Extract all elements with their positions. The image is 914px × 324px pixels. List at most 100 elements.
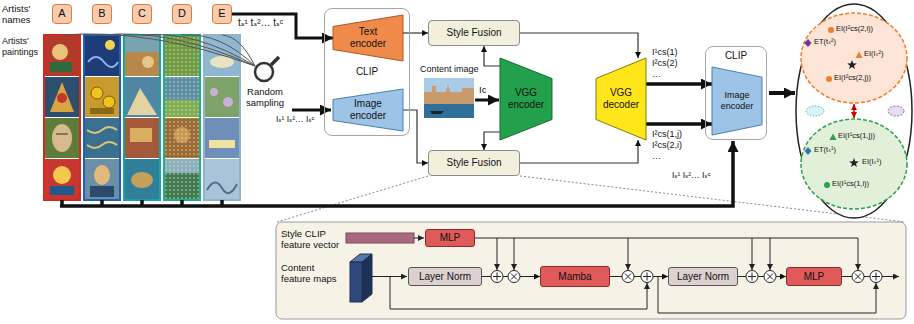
sampling-curves-part <box>102 34 255 66</box>
text-encoder: Text encoder <box>333 15 403 61</box>
painting-strips-part <box>124 35 160 200</box>
inset-wires-part <box>497 238 498 270</box>
painting-strips-part <box>50 82 74 112</box>
inset-wires-part <box>858 238 859 270</box>
painting-strips-part <box>130 128 152 142</box>
output-label: I²cs(2) <box>652 58 678 69</box>
painting-strips-part <box>85 77 119 117</box>
painting-strips <box>44 35 240 200</box>
node-text: CLIP <box>725 50 747 62</box>
connector <box>232 14 333 38</box>
output-label: I²cs(2,i) <box>652 140 682 151</box>
embedding-marker <box>805 39 812 47</box>
trapezoid-outline <box>596 58 646 140</box>
sampling-curves-part <box>62 34 255 66</box>
operator-symbols-part <box>746 271 758 283</box>
node-text: Layer Norm <box>677 271 729 283</box>
cluster-blob <box>806 106 824 116</box>
trapezoid-outline <box>333 89 403 131</box>
layer-norm-box: Layer Norm <box>408 267 482 286</box>
node-text: Image encoder <box>343 98 393 122</box>
embedding-marker <box>856 52 863 59</box>
trapezoid-outline <box>500 58 552 140</box>
image-encoder: Image encoder <box>333 89 403 131</box>
magnifier-icon-part <box>255 63 273 81</box>
painting-strips-part <box>210 88 218 96</box>
painting-strips-part <box>125 77 159 117</box>
connector <box>738 276 786 277</box>
inset-wires-part <box>475 238 858 239</box>
connector <box>484 46 500 66</box>
artist-name-box: B <box>92 4 112 24</box>
node-text: Text encoder <box>343 26 393 50</box>
node-text: C <box>138 7 146 20</box>
cluster-outline <box>801 13 907 103</box>
painting-strips-part <box>87 127 117 148</box>
node-text: Style Fusion <box>446 157 501 169</box>
connector <box>646 82 712 86</box>
row-heading: Artists' paintings <box>2 36 44 58</box>
painting-strips-part <box>131 172 153 188</box>
vgg-encoder: VGG encoder <box>500 58 552 140</box>
operator-symbols-part <box>491 271 503 283</box>
painting-strips-part <box>45 77 79 117</box>
painting-strips-part <box>45 159 79 199</box>
painting-strips-part <box>56 134 68 135</box>
mamba-box: Mamba <box>540 266 610 287</box>
embedding-label: EI(I²cs(2,i)) <box>836 25 873 33</box>
zoom-lines-part <box>277 176 428 222</box>
painting-strips-part <box>94 165 110 185</box>
painting-strips-part <box>207 182 237 193</box>
painting-strips-part <box>90 108 114 114</box>
painting-strips-part <box>125 118 159 158</box>
operator-symbols-part <box>508 271 520 283</box>
mlp-box: MLP <box>786 267 842 286</box>
painting-strips-part <box>50 62 72 72</box>
connector <box>484 132 500 150</box>
image-caption: Content image <box>420 64 479 75</box>
connector <box>853 104 855 118</box>
painting-strips-part <box>125 36 159 76</box>
inset-panel <box>276 222 906 319</box>
input-label: Style CLIP feature vector <box>281 228 343 251</box>
mlp-box: MLP <box>425 229 475 247</box>
inset-wires-part <box>346 233 414 243</box>
content-image-part <box>424 104 474 118</box>
style-fusion-box: Style Fusion <box>428 20 520 46</box>
node-text: VGG encoder <box>500 87 552 111</box>
connector <box>520 33 638 58</box>
inset-wires-part <box>362 254 372 302</box>
artist-name-box: D <box>172 4 192 24</box>
painting-strips-part <box>45 118 79 158</box>
embedding-marker <box>824 182 830 188</box>
embedding-marker <box>826 76 832 82</box>
painting-strips-part <box>52 44 68 60</box>
content-image-part <box>424 84 474 104</box>
layer-norm-box: Layer Norm <box>668 267 738 286</box>
painting-strips-part <box>125 36 159 52</box>
content-image-part <box>424 78 474 118</box>
connector <box>610 276 668 277</box>
operator-symbols-part <box>764 271 776 283</box>
sample-arrow <box>292 109 331 112</box>
embedding-marker <box>805 147 812 155</box>
painting-strips-part <box>209 140 235 148</box>
input-label: Content feature maps <box>281 262 343 285</box>
embedding-label: EI(I²cs(2,j)) <box>834 74 871 82</box>
sampling-curves-part <box>182 35 255 66</box>
painting-strips-part <box>45 36 79 76</box>
embedding-label: EI(Iₛ²) <box>864 50 883 58</box>
cluster-outline <box>801 119 907 209</box>
painting-strips-part <box>205 159 239 199</box>
painting-strips-part <box>44 35 80 200</box>
embedding-label: ET(tₛ²) <box>814 38 836 46</box>
embedding-marker <box>849 158 859 167</box>
content-image <box>424 78 474 118</box>
node-text: VGG decoder <box>596 87 646 111</box>
embedding-marker <box>847 60 857 69</box>
painting-strips-part <box>105 40 115 50</box>
painting-strips-part <box>88 57 118 67</box>
painting-strips-part <box>53 166 71 184</box>
style-cluster: ET(tₛ²)EI(I²cs(2,i)) EI(Iₛ²) EI(I²cs(2,j)) <box>800 12 908 104</box>
operator-symbols-part <box>870 271 882 283</box>
